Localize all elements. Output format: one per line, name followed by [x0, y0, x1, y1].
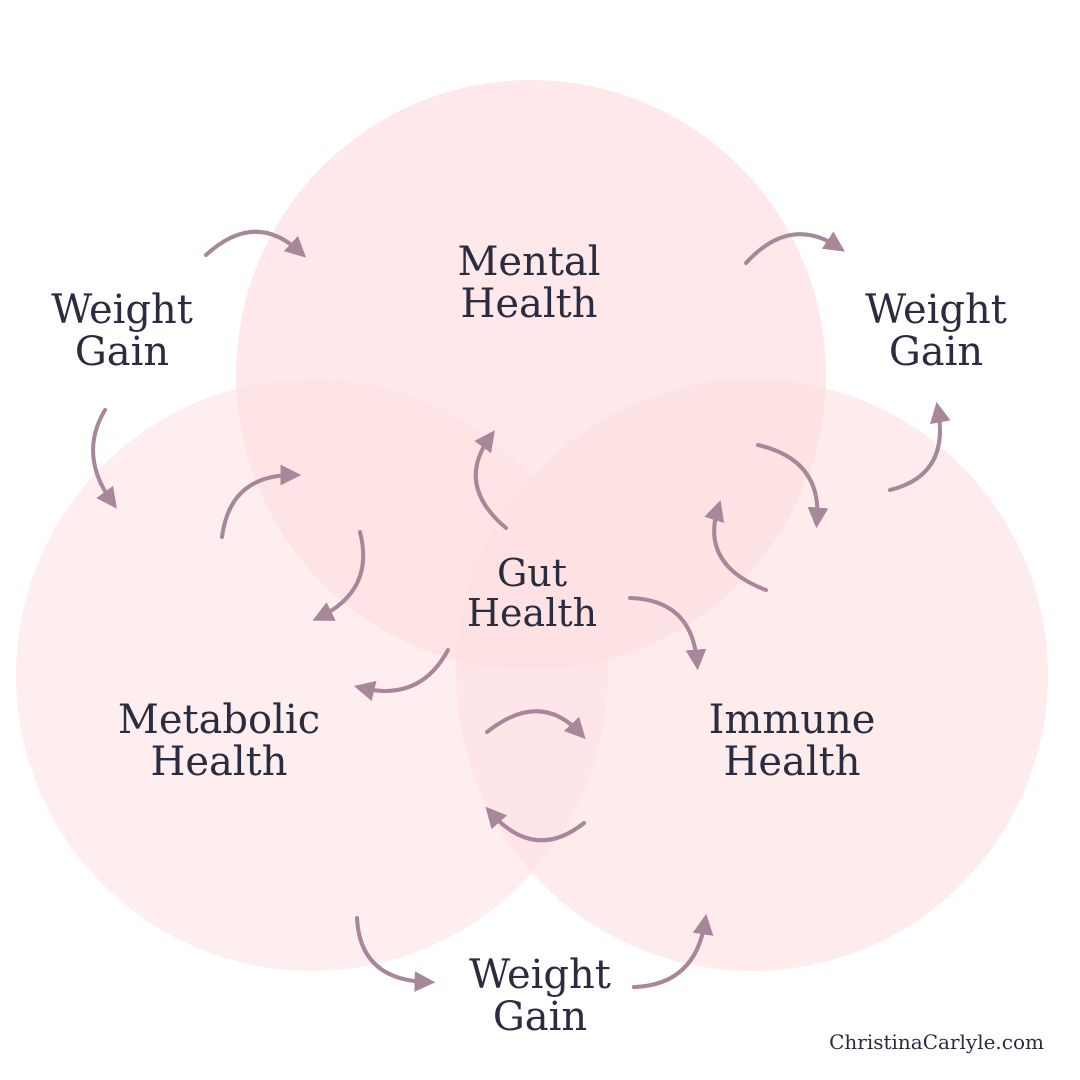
- gut-health-label-line1: Gut: [496, 551, 568, 595]
- arrow-icon: [628, 596, 707, 671]
- weight-gain-left-line1: Weight: [51, 287, 193, 333]
- arrow-icon: [355, 916, 436, 993]
- metabolic-health-label-line1: Metabolic: [117, 697, 321, 743]
- arrow-icon: [312, 530, 366, 621]
- weight-gain-bottom-line2: Gain: [492, 993, 588, 1040]
- weight-gain-bottom-label: Weight Gain: [469, 952, 611, 1040]
- immune-health-label: Immune Health: [708, 697, 876, 785]
- arrow-icon: [485, 806, 586, 843]
- immune-health-circle: [456, 379, 1048, 971]
- arrow-icon: [704, 500, 768, 592]
- arrow-icon: [220, 464, 302, 539]
- website-credit: ChristinaCarlyle.com: [829, 1030, 1044, 1054]
- immune-health-label-line2: Health: [723, 738, 861, 785]
- gut-health-label-line2: Health: [466, 590, 598, 635]
- mental-health-label: Mental Health: [457, 239, 601, 327]
- arrow-icon: [632, 913, 714, 989]
- weight-gain-right-label: Weight Gain: [865, 287, 1007, 375]
- mental-health-label-line1: Mental: [457, 239, 601, 285]
- metabolic-health-label-line2: Health: [150, 738, 288, 785]
- mental-health-label-line2: Health: [460, 280, 598, 327]
- gut-health-label: Gut Health: [466, 551, 598, 635]
- weight-gain-left-line2: Gain: [74, 328, 170, 375]
- arrow-icon: [485, 709, 586, 740]
- arrow-icon: [353, 648, 450, 702]
- weight-gain-right-line1: Weight: [865, 287, 1007, 333]
- metabolic-health-circle: [16, 379, 608, 971]
- arrow-icon: [744, 231, 845, 265]
- arrow-icon: [888, 401, 951, 492]
- arrow-icon: [91, 408, 117, 509]
- weight-gain-bottom-line1: Weight: [469, 952, 611, 998]
- arrow-icon: [756, 443, 829, 529]
- weight-gain-left-label: Weight Gain: [51, 287, 193, 375]
- weight-gain-right-line2: Gain: [888, 328, 984, 375]
- arrow-icon: [204, 229, 307, 258]
- arrow-icon: [473, 430, 508, 530]
- metabolic-health-label: Metabolic Health: [117, 697, 321, 785]
- immune-health-label-line1: Immune: [708, 697, 876, 743]
